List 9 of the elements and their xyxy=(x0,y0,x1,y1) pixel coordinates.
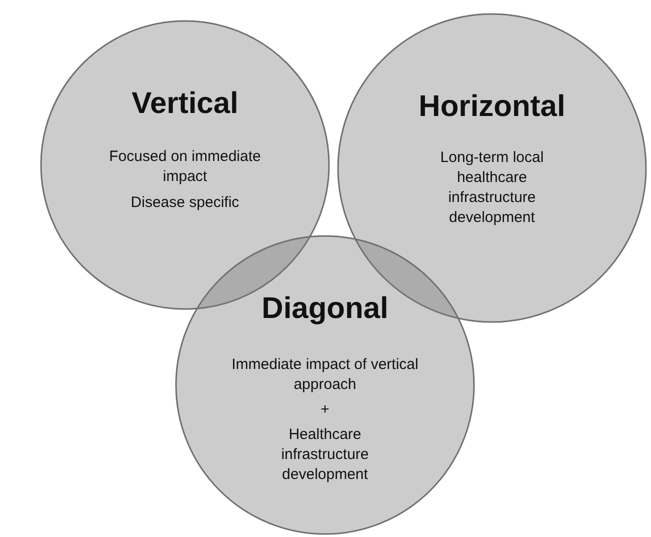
circle-title: Diagonal xyxy=(260,292,390,326)
circle-text: Healthcare infrastructure development xyxy=(280,425,370,485)
circle-title: Horizontal xyxy=(418,90,566,124)
circle-text: Immediate impact of vertical approach xyxy=(230,355,420,395)
circle-title: Vertical xyxy=(130,87,240,121)
circle-text: Disease specific xyxy=(130,193,240,213)
circle-text: Focused on immediate impact xyxy=(108,147,262,187)
circle-text: + xyxy=(320,400,330,420)
circle-text: Long-term local healthcare infrastructure development xyxy=(439,148,545,228)
